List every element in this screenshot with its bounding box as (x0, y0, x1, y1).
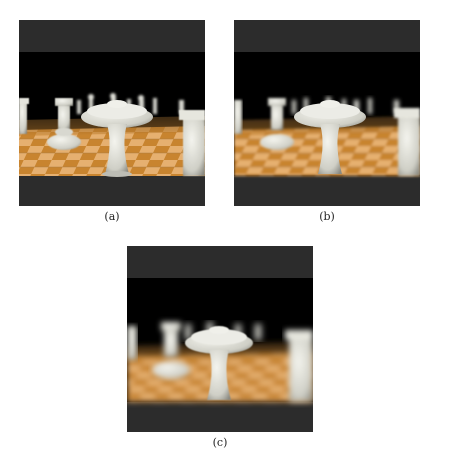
pawn-left (47, 98, 81, 150)
caption-a: (a) (104, 210, 120, 223)
bottom-band (127, 402, 313, 432)
caption-b: (b) (319, 210, 335, 223)
top-band (19, 20, 205, 52)
rook-right (179, 110, 205, 176)
render-panel-b (234, 20, 420, 206)
chess-render-image-a (19, 20, 205, 206)
rook-left (234, 100, 242, 134)
top-band (127, 246, 313, 278)
king-front (294, 100, 366, 174)
king-front (81, 100, 153, 177)
king-front (185, 326, 253, 400)
render-panel-c (127, 246, 313, 432)
chess-render-image-b (234, 20, 420, 206)
rook-right (394, 108, 420, 176)
top-band (234, 20, 420, 52)
pawn-left (152, 322, 190, 379)
rook-right (285, 330, 313, 402)
bottom-band (19, 176, 205, 206)
rook-left (127, 326, 137, 360)
rook-left (19, 98, 29, 134)
bottom-band (234, 176, 420, 206)
render-panel-a (19, 20, 205, 206)
caption-c: (c) (212, 436, 228, 449)
pawn-left (260, 98, 294, 150)
chess-render-image-c (127, 246, 313, 432)
